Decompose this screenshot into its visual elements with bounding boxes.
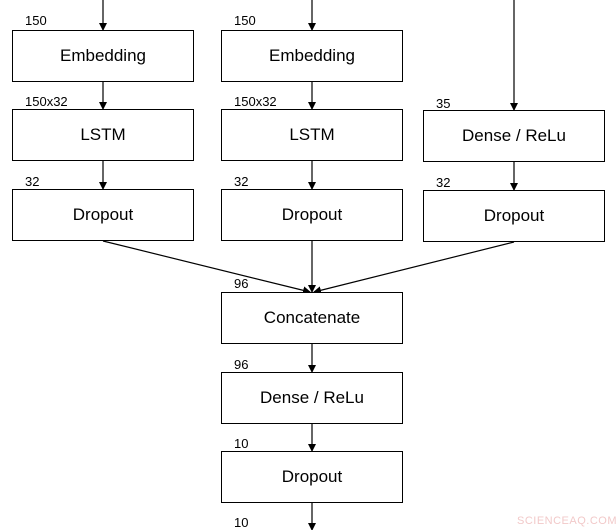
dim-label-emb1: 150 (25, 13, 47, 28)
node-lstm2: LSTM (221, 109, 403, 161)
dim-label-drop2: 32 (234, 174, 249, 189)
node-emb1: Embedding (12, 30, 194, 82)
dim-label-drop1: 32 (25, 174, 40, 189)
node-dense2: Dense / ReLu (221, 372, 403, 424)
node-drop2: Dropout (221, 189, 403, 241)
edge-drop3-to-concat (313, 241, 515, 295)
node-emb2: Embedding (221, 30, 403, 82)
dim-label-lstm2: 150x32 (234, 94, 277, 109)
dim-label-lstm1: 150x32 (25, 94, 68, 109)
dim-label-dense2: 96 (234, 357, 249, 372)
node-drop4: Dropout (221, 451, 403, 503)
dim-label-dense1: 35 (436, 96, 451, 111)
node-dense1: Dense / ReLu (423, 110, 605, 162)
dim-label-emb2: 150 (234, 13, 256, 28)
node-drop1: Dropout (12, 189, 194, 241)
dim-label-drop3: 32 (436, 175, 451, 190)
node-drop3: Dropout (423, 190, 605, 242)
dim-label-drop4: 10 (234, 436, 249, 451)
dim-label-concat: 96 (234, 276, 249, 291)
node-concat: Concatenate (221, 292, 403, 344)
node-lstm1: LSTM (12, 109, 194, 161)
dim-label-output: 10 (234, 515, 249, 530)
watermark: SCIENCEAQ.COM (517, 515, 616, 527)
edge-drop1-to-concat (102, 240, 311, 295)
